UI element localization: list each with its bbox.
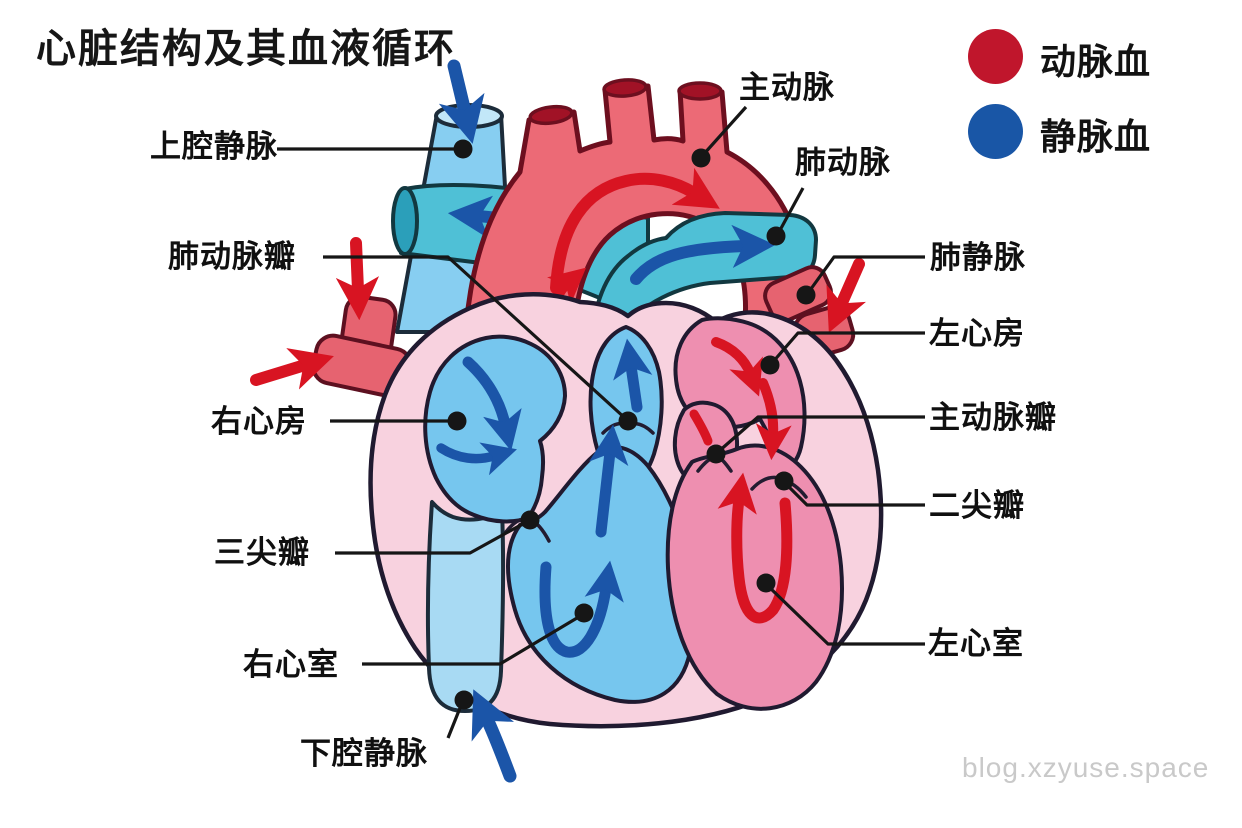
ivc-inflow-arrow — [471, 689, 517, 783]
legend: 动脉血 静脉血 — [966, 28, 1206, 178]
aorta-branch-opening — [677, 81, 723, 101]
label-pulmonary-artery: 肺动脉 — [795, 145, 891, 180]
label-inferior-vena-cava: 下腔静脉 — [300, 736, 428, 771]
label-leader-lines — [277, 105, 925, 739]
label-anchor-dots — [447, 139, 816, 710]
aorta-branch-opening — [528, 104, 574, 126]
legend-label: 动脉血 — [1040, 41, 1152, 82]
label-left-ventricle: 左心室 — [928, 626, 1024, 661]
label-aortic-valve: 主动脉瓣 — [929, 400, 1057, 435]
label-pulmonary-vein: 肺静脉 — [930, 240, 1026, 275]
label-right-atrium: 右心房 — [211, 404, 307, 439]
venous-blood-swatch — [968, 104, 1023, 159]
svc-inflow-arrow — [438, 59, 485, 144]
pulmonary-vein-inflow-arrow — [250, 348, 334, 390]
label-right-ventricle: 右心室 — [243, 647, 339, 682]
venous-flow-arrow — [630, 224, 776, 285]
pulmonary-vein-inflow-arrow — [826, 258, 866, 333]
inferior-vena-cava-vessel — [426, 500, 506, 713]
label-mitral-valve: 二尖瓣 — [929, 488, 1025, 523]
pulmonary-vein-inflow-arrow — [335, 237, 380, 321]
internal-flow-arrows — [436, 337, 793, 658]
label-aorta: 主动脉 — [739, 70, 835, 105]
label-tricuspid-valve: 三尖瓣 — [214, 535, 310, 570]
label-pulmonary-valve: 肺动脉瓣 — [168, 239, 296, 274]
label-left-atrium: 左心房 — [929, 316, 1025, 351]
page-title: 心脏结构及其血液循环 — [36, 27, 456, 71]
arterial-blood-swatch — [968, 29, 1023, 84]
aorta-branch-opening — [602, 78, 648, 98]
external-flow-arrows — [250, 59, 866, 783]
legend-item-venous-blood: 静脉血 — [966, 103, 1206, 161]
legend-item-arterial-blood: 动脉血 — [966, 28, 1206, 86]
watermark: blog.xzyuse.space — [962, 752, 1210, 783]
legend-label: 静脉血 — [1040, 116, 1152, 157]
arterial-flow-arrow — [550, 167, 720, 294]
label-superior-vena-cava: 上腔静脉 — [150, 129, 278, 164]
